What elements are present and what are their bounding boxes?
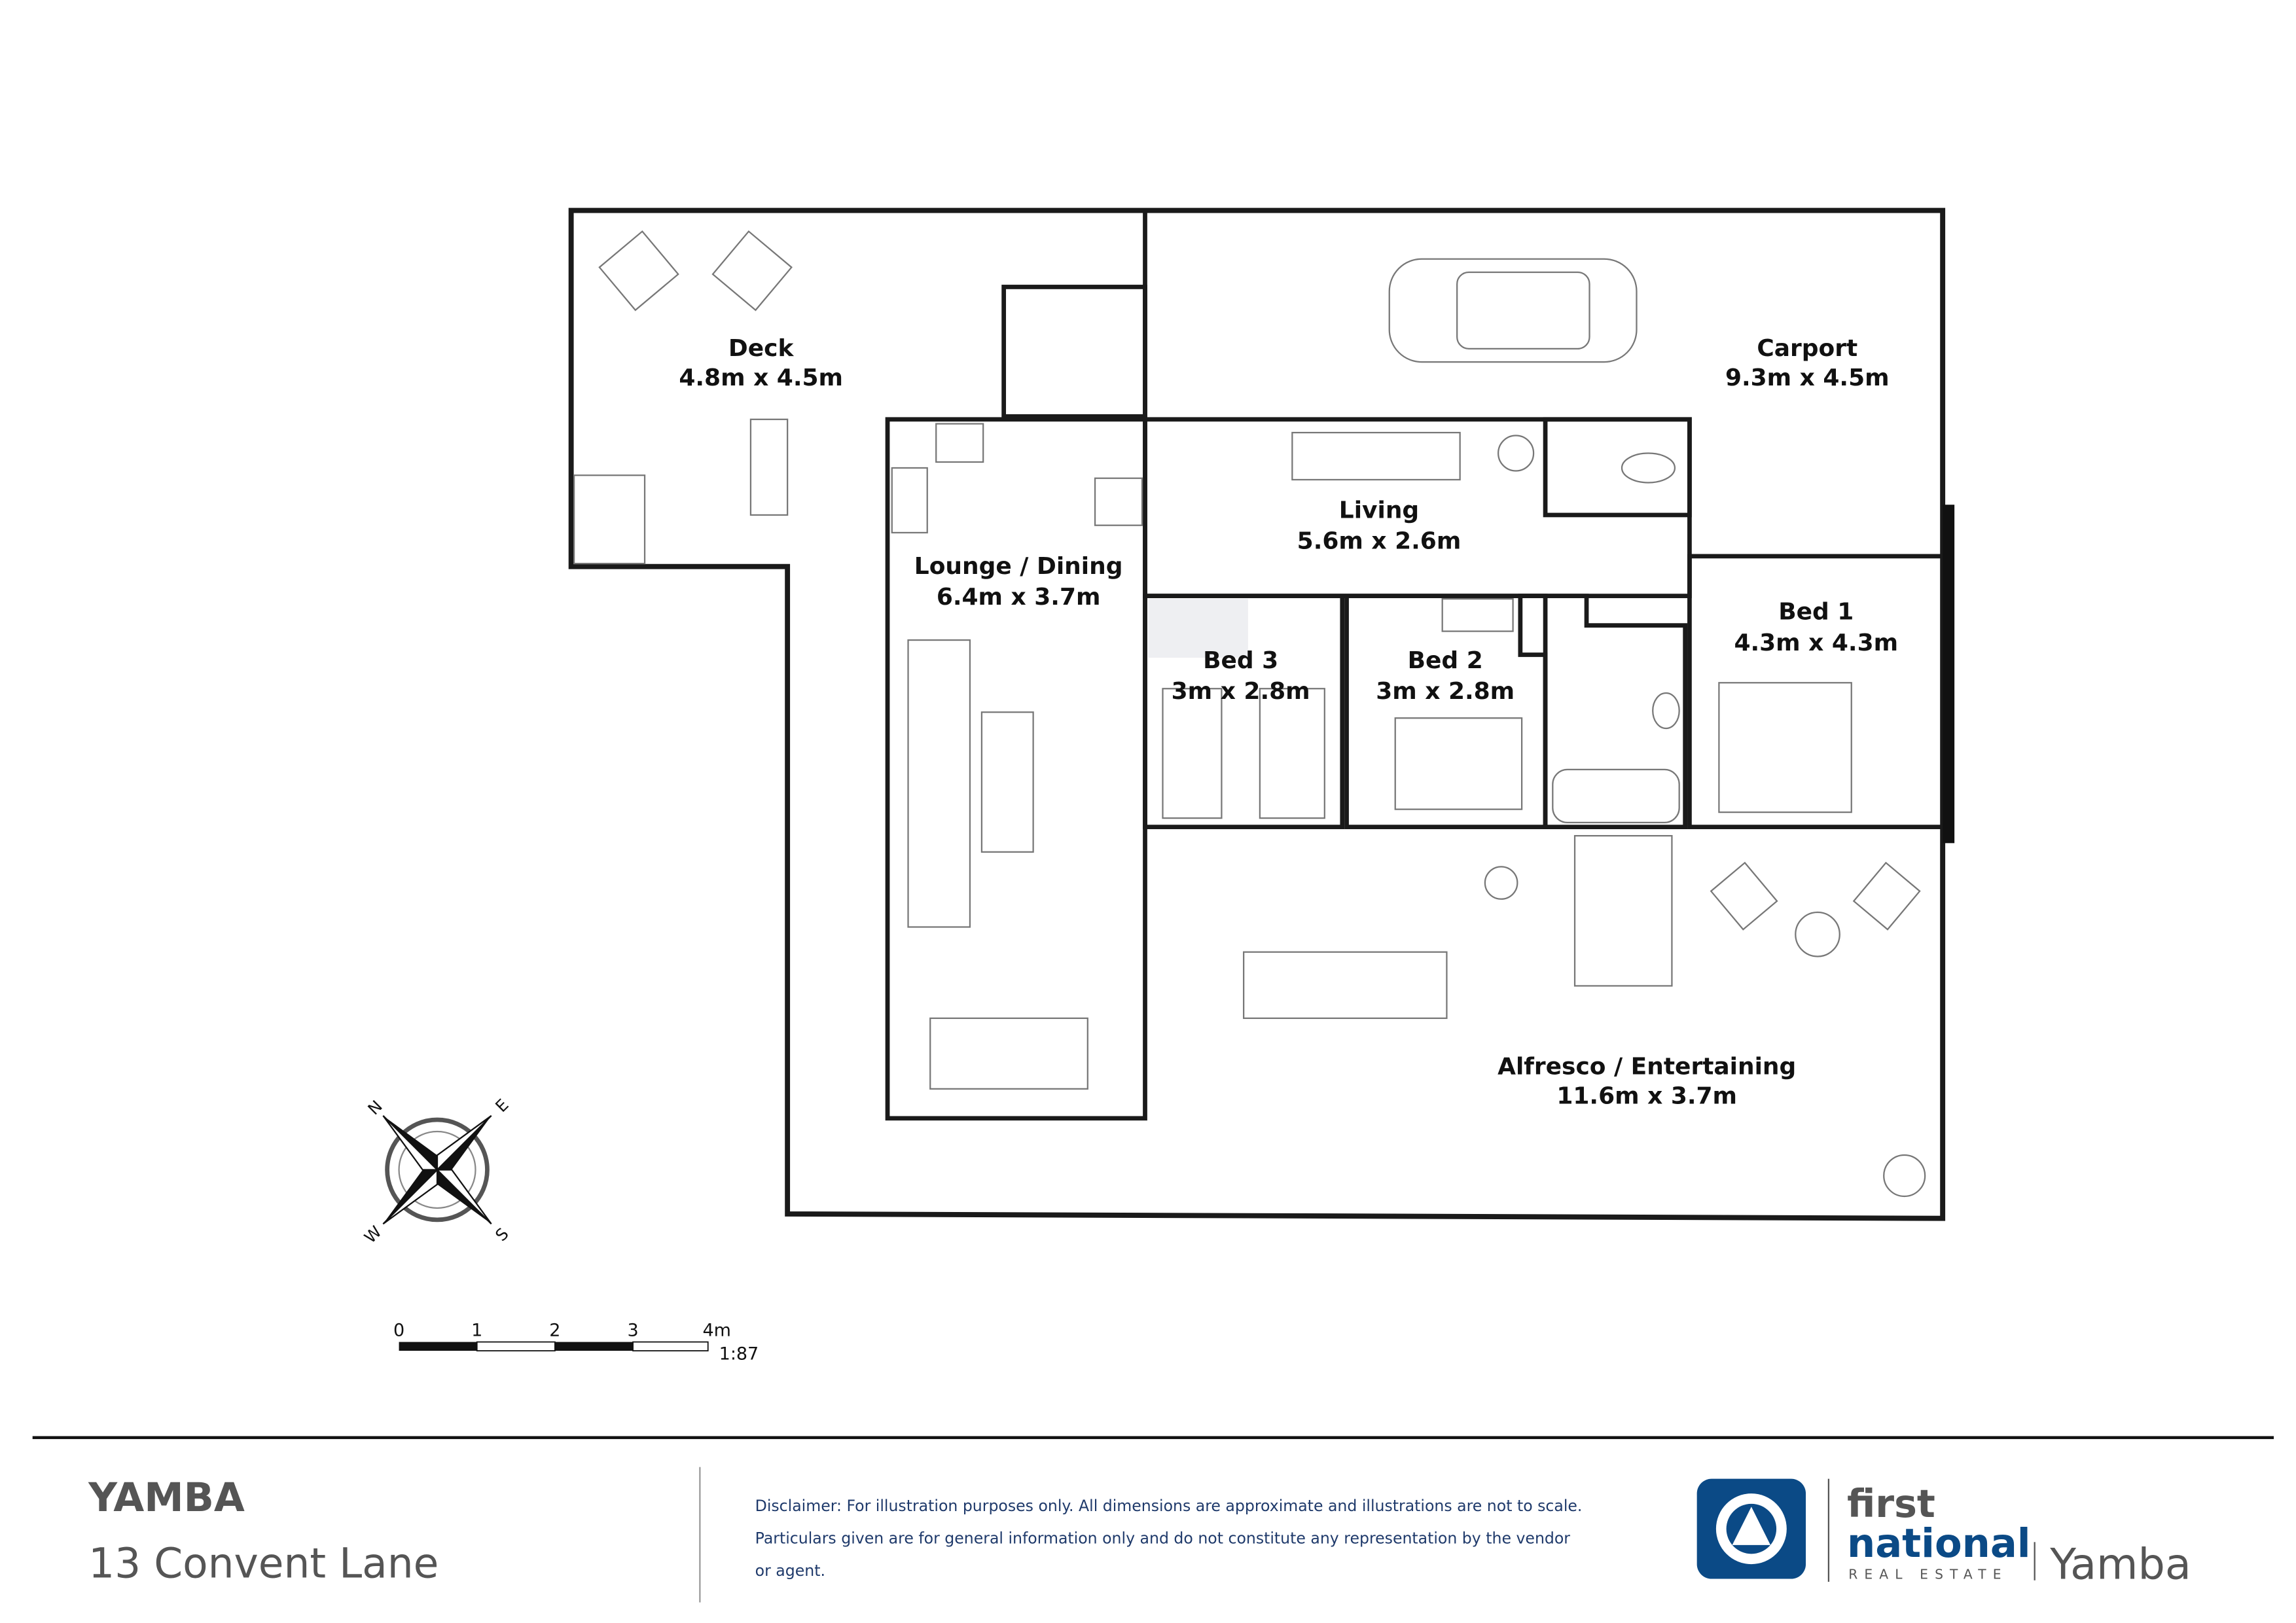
room-name: Bed 1 [1778,599,1854,626]
footer-divider [699,1467,701,1603]
compass-w: W [361,1222,386,1247]
wc [1543,417,1692,518]
compass-rose-icon: N E S W [361,1095,512,1247]
room-size: 11.6m x 3.7m [1556,1082,1737,1109]
room-name: Bed 3 [1203,647,1278,674]
stairs-icon [573,474,646,565]
deck-chair-icon [598,230,679,312]
ramp-icon [749,418,789,516]
scale-bar: 0 1 2 3 4m 1:87 [393,1321,759,1364]
first-national-logo-icon [1696,1478,1806,1579]
bed2-wardrobe-icon [1441,597,1514,632]
compass-n: N [364,1097,386,1119]
stove-icon [935,423,984,463]
bed3-bed-icon [1162,688,1223,819]
scale-tick: 4m [702,1321,730,1341]
bathroom [1518,594,1688,829]
brand-first: first [1847,1482,1935,1526]
laundry [1001,285,1147,419]
brand-national: national [1847,1521,2031,1567]
room-size: 6.4m x 3.7m [937,584,1101,611]
disclaimer-line: or agent. [755,1561,825,1580]
toilet-icon [1621,452,1676,484]
scale-tick: 1 [471,1321,482,1341]
bed3-hall-corner [1148,599,1248,658]
room-name: Deck [728,335,795,362]
room-name: Alfresco / Entertaining [1498,1053,1796,1080]
room-size: 4.8m x 4.5m [679,365,843,391]
car-icon [1388,258,1638,363]
room-size: 4.3m x 4.3m [1734,630,1898,656]
suburb-title: YAMBA [88,1475,245,1521]
alfresco-table-icon [1573,834,1673,987]
bed2-bed-icon [1394,717,1523,810]
side-table-icon [1795,911,1840,957]
room-size: 3m x 2.8m [1172,678,1310,705]
footer-rule [32,1436,2274,1439]
scale-tick: 3 [627,1321,638,1341]
brand-office: Yamba [2049,1540,2191,1590]
compass-s: S [492,1224,512,1245]
sofa-icon [1291,431,1461,481]
disclaimer-line: Particulars given are for general inform… [755,1529,1571,1548]
room-size: 9.3m x 4.5m [1725,365,1890,391]
bed1-bed-icon [1718,682,1852,813]
scale-tick: 0 [393,1321,404,1341]
room-name: Living [1339,497,1419,524]
sink-icon [891,467,928,534]
scale-ratio: 1:87 [719,1344,759,1364]
room-name: Lounge / Dining [914,553,1123,580]
scale-tick: 2 [549,1321,560,1341]
bathtub-icon [1552,768,1680,823]
room-name: Carport [1757,335,1857,362]
coffee-table-icon [980,711,1034,853]
bbq-icon [1484,866,1518,900]
fridge-icon [1094,477,1143,526]
lounger-icon [1710,861,1778,931]
deck-chair-icon [711,230,793,312]
outdoor-area [568,207,1946,1221]
compass-e: E [492,1095,512,1116]
property-address: 13 Convent Lane [88,1539,439,1587]
bed3-room [1143,594,1345,829]
room-size: 3m x 2.8m [1376,678,1515,705]
office-divider [2034,1542,2036,1580]
bed1-window-right [1943,505,1955,844]
room-size: 5.6m x 2.6m [1297,528,1462,555]
plant-icon [1497,435,1535,472]
disclaimer-line: Disclaimer: For illustration purposes on… [755,1497,1583,1515]
dining-table-icon [929,1017,1088,1090]
lounger-icon [1852,861,1921,931]
lounge-sofa-icon [907,639,971,928]
plant-icon [1883,1154,1926,1198]
basin-icon [1652,692,1680,730]
room-name: Bed 2 [1408,647,1483,674]
bed3-bed-icon [1259,688,1325,819]
logo-divider [1827,1478,1830,1582]
alfresco-table-icon [1243,951,1448,1020]
brand-real-estate: REAL ESTATE [1848,1567,2007,1582]
